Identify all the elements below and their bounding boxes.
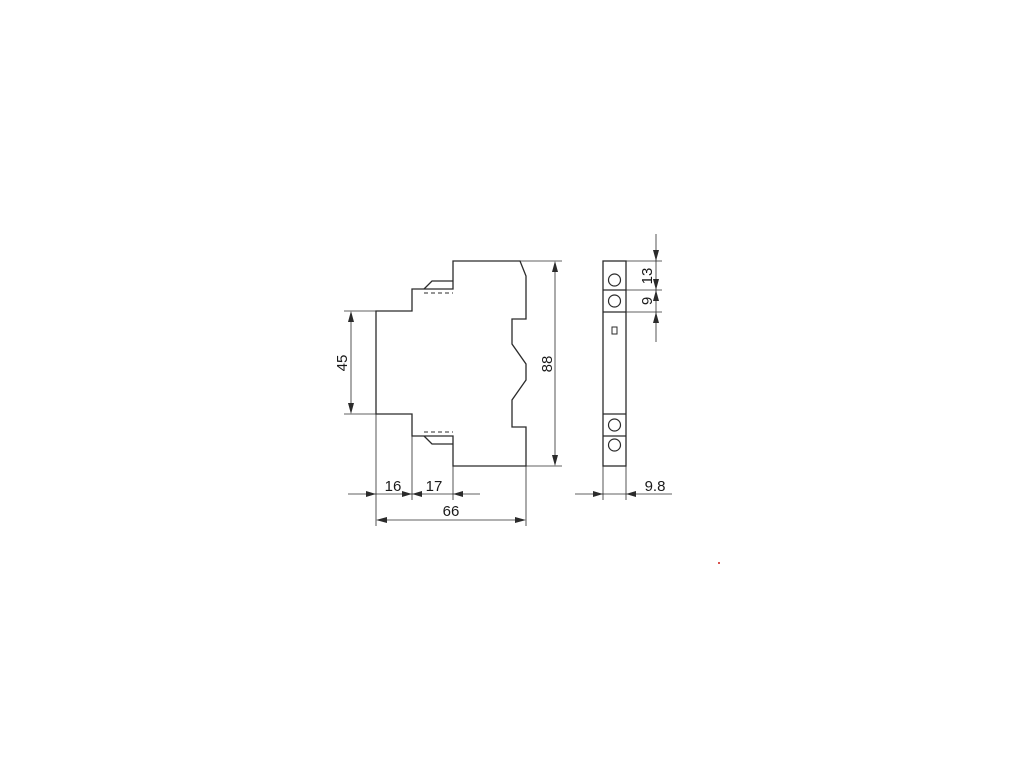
dim-label-17: 17 xyxy=(426,478,443,495)
front-view-outline xyxy=(375,260,527,467)
terminal-icon xyxy=(607,273,622,287)
side-view xyxy=(602,260,627,467)
terminal-icon xyxy=(607,294,622,308)
dim-label-16: 16 xyxy=(385,478,402,495)
dim-label-66: 66 xyxy=(443,503,460,520)
terminal-icon xyxy=(607,438,622,452)
dimension-width: 66 xyxy=(376,466,527,526)
terminal-icon xyxy=(607,418,622,432)
dimension-side-terminals: 13 9 xyxy=(626,234,662,342)
dimension-offsets: 16 17 xyxy=(348,414,480,526)
dimension-side-width: 9.8 xyxy=(575,466,672,500)
lower-latch xyxy=(423,435,453,445)
status-indicator-icon xyxy=(611,326,618,335)
dim-label-9-8: 9.8 xyxy=(645,478,666,495)
dim-label-13: 13 xyxy=(639,268,656,285)
speck-mark xyxy=(718,562,720,564)
dimension-height: 88 xyxy=(520,260,562,467)
side-view-body xyxy=(602,260,627,467)
upper-latch xyxy=(423,280,453,290)
dimension-mounting-height: 45 xyxy=(334,310,376,415)
front-view xyxy=(375,260,527,467)
dim-label-88: 88 xyxy=(539,356,556,373)
dim-label-45: 45 xyxy=(334,355,351,372)
dim-label-9: 9 xyxy=(639,297,656,305)
